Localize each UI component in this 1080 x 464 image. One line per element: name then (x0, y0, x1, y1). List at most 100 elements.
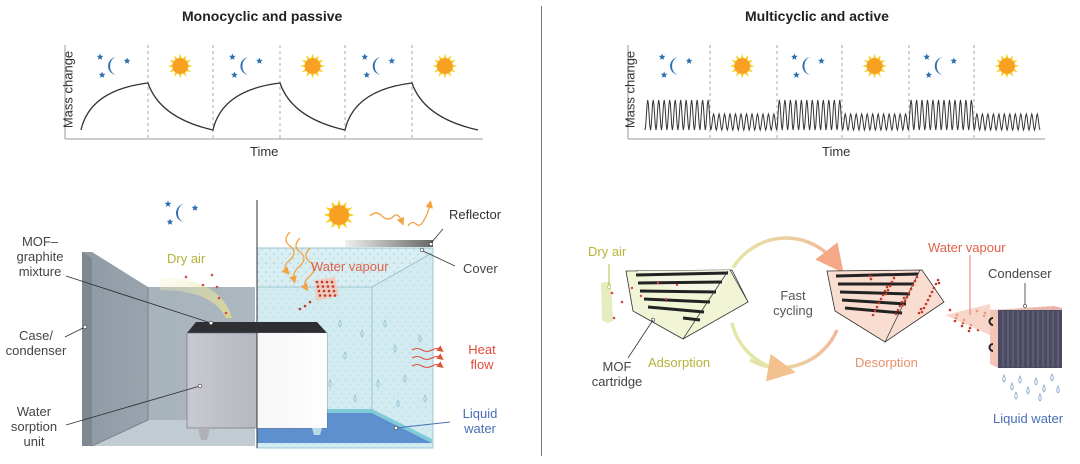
label-heat-flow: Heat flow (468, 342, 496, 372)
droplet (1042, 384, 1046, 393)
vapour-molecule (327, 289, 331, 293)
vapour-molecule (881, 293, 885, 297)
star-icon (231, 71, 238, 78)
vapour-molecule (902, 296, 906, 300)
droplet (383, 319, 387, 328)
heat-flow-arrows (411, 345, 444, 369)
star-icon (388, 57, 396, 64)
star-icon (361, 53, 369, 60)
sunlight-rays (281, 200, 434, 292)
vapour-molecule (930, 290, 934, 294)
droplet (1056, 385, 1060, 394)
label-fast-cycling: Fast cycling (773, 288, 813, 318)
vapour-molecule (915, 275, 919, 279)
moon-stars-icon (791, 53, 825, 78)
star-icon (660, 71, 668, 78)
water-droplets (1002, 373, 1060, 402)
vapour-molecule (320, 280, 324, 284)
label-case-condenser: Case/ condenser (5, 328, 67, 358)
star-icon (98, 71, 106, 78)
moon-stars-icon (229, 53, 263, 78)
droplet (1038, 393, 1042, 402)
star-icon (793, 71, 800, 78)
star-icon (166, 218, 174, 225)
cycle-arrow-bottom (749, 329, 839, 370)
label-dry-air-right: Dry air (588, 244, 627, 259)
moon-icon (934, 56, 944, 76)
star-icon (925, 71, 933, 78)
droplet (393, 344, 397, 353)
vapour-molecule (937, 281, 941, 285)
label-water-vapour-right: Water vapour (928, 240, 1006, 255)
label-mof-graphite-mixture: MOF– graphite mixture (16, 234, 64, 279)
moon-icon (108, 56, 118, 76)
droplet (376, 379, 380, 388)
moon-icon (176, 204, 185, 222)
right-panel-title: Multicyclic and active (745, 8, 889, 24)
dry-air-stream (601, 282, 613, 323)
passive-harvester-diagram (64, 200, 456, 449)
vapour-molecule (331, 285, 335, 288)
label-desorption: Desorption (855, 355, 918, 370)
vapour-molecule (905, 295, 909, 299)
vapour-molecule (868, 274, 872, 278)
vapour-molecule (315, 280, 319, 284)
star-icon (923, 53, 931, 60)
left-ylabel: Mass change (60, 50, 76, 129)
right-mass-chart (627, 45, 1045, 140)
unit-foot (198, 428, 210, 440)
label-condenser: Condenser (988, 266, 1052, 281)
moon-icon (240, 56, 250, 76)
moon-stars-icon (658, 53, 693, 78)
droplet (1010, 382, 1014, 391)
vapour-molecule (888, 284, 892, 288)
dry-air-molecules (184, 273, 228, 315)
droplet (360, 329, 364, 338)
vapour-molecule (871, 313, 875, 317)
vapour-molecule (896, 308, 900, 312)
moon-stars-icon (361, 53, 396, 78)
label-liquid-water-left: Liquid water (462, 406, 498, 436)
vapour-molecule (932, 286, 936, 290)
moon-stars-icon (923, 53, 958, 78)
droplet (1018, 375, 1022, 384)
right-mass-curve (644, 99, 1041, 132)
droplet (423, 394, 427, 403)
vapour-molecule (884, 292, 888, 296)
vapour-molecule (924, 302, 928, 306)
label-cover: Cover (463, 261, 498, 276)
left-phase-dividers (147, 45, 413, 139)
star-icon (191, 204, 199, 211)
star-icon (818, 57, 825, 64)
vapour-molecule (318, 294, 322, 297)
vapour-molecule (909, 287, 913, 291)
vapour-molecule (920, 310, 924, 314)
moon-icon (670, 56, 680, 76)
moon-icon (372, 56, 382, 76)
vapour-molecule (928, 294, 932, 298)
vapour-molecule (333, 294, 337, 297)
star-icon (791, 53, 798, 60)
star-icon (950, 57, 958, 64)
moon-icon (802, 56, 812, 76)
vapour-molecule (330, 280, 334, 284)
right-ylabel: Mass change (622, 50, 638, 129)
vapour-molecule (877, 301, 881, 305)
vapour-molecule (903, 299, 907, 303)
star-icon (685, 57, 693, 64)
vapour-molecule (322, 289, 326, 293)
label-liquid-water-right: Liquid water (993, 411, 1064, 426)
vapour-molecule (321, 285, 325, 288)
left-panel-title: Monocyclic and passive (182, 8, 343, 24)
label-dry-air-left: Dry air (167, 251, 206, 266)
vapour-molecule (948, 308, 952, 312)
vapour-molecule (907, 291, 911, 295)
cycle-arrow-top (731, 236, 844, 274)
vapour-molecule (332, 289, 336, 293)
vapour-molecule (323, 294, 327, 297)
sun-icon (729, 53, 755, 79)
dry-air-flow (160, 277, 232, 318)
vapour-molecule (317, 289, 321, 293)
sun-icon (323, 199, 355, 231)
